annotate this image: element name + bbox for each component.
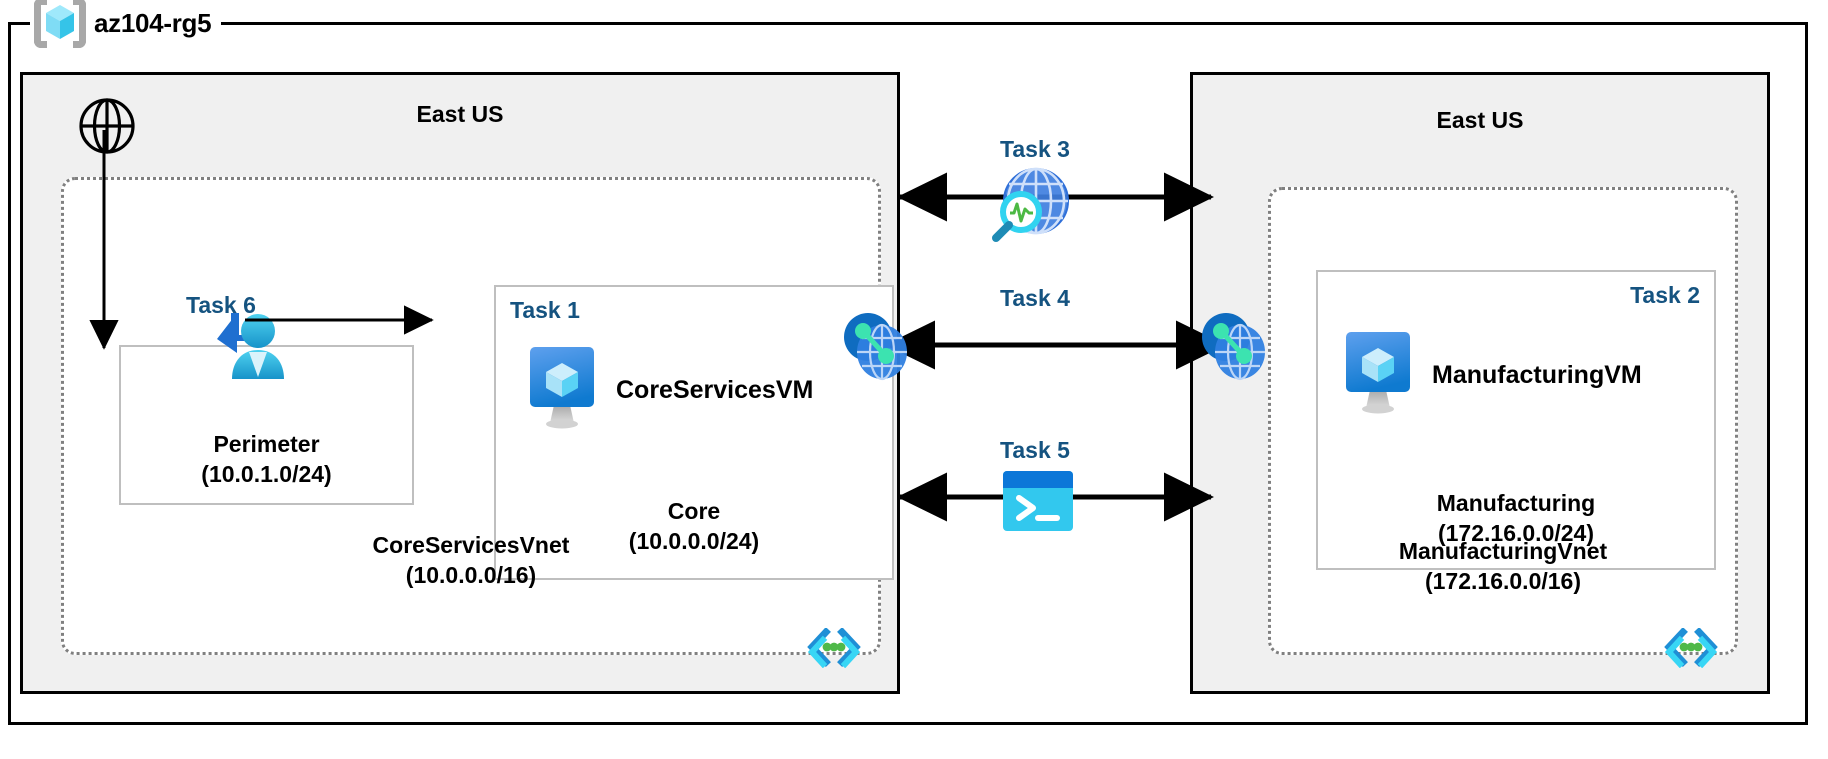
subnet-manufacturing: Task 2	[1316, 270, 1716, 570]
task-label-4: Task 4	[1000, 285, 1070, 311]
subnet-perimeter: Perimeter (10.0.1.0/24)	[119, 313, 414, 505]
vnet-manufacturing-label: ManufacturingVnet (172.16.0.0/16)	[1398, 538, 1608, 594]
cloud-shell-icon	[1002, 470, 1074, 537]
vnet-subnet-icon	[806, 627, 862, 669]
vnet-subnet-icon	[1663, 627, 1719, 669]
task-label-3: Task 3	[1000, 136, 1070, 162]
subnet-manufacturing-label: Manufacturing (172.16.0.0/24)	[1436, 490, 1596, 546]
globe-icon	[78, 97, 136, 160]
vnet-peering-icon	[838, 307, 914, 388]
region-title-right: East US	[1436, 107, 1524, 133]
vnet-manufacturing: Task 2	[1268, 187, 1738, 669]
vnet-coreservices: Perimeter (10.0.1.0/24) Task 6 Task 1	[61, 177, 894, 669]
subnet-core-label: Core (10.0.0.0/24)	[628, 498, 760, 554]
task-label-6: Task 6	[186, 292, 256, 318]
task-label-1: Task 1	[510, 297, 580, 323]
vm-manufacturing: ManufacturingVM	[1342, 330, 1642, 421]
resource-group-frame	[8, 22, 1808, 725]
vm-name-manufacturing: ManufacturingVM	[1432, 361, 1642, 389]
resource-group-cube-icon	[34, 0, 86, 48]
virtual-machine-icon	[1342, 330, 1414, 421]
user-inbound-icon	[201, 309, 293, 398]
resource-group-name: az104-rg5	[94, 7, 212, 38]
resource-group-header: az104-rg5	[30, 0, 222, 48]
vnet-peering-icon	[1196, 307, 1272, 388]
vm-coreservices: CoreServicesVM	[526, 345, 813, 436]
task-label-5: Task 5	[1000, 437, 1070, 463]
vm-name-coreservices: CoreServicesVM	[616, 376, 814, 404]
subnet-core: Task 1	[494, 285, 894, 580]
region-east-us-right: East US Task 2	[1190, 72, 1770, 694]
subnet-perimeter-label: Perimeter (10.0.1.0/24)	[201, 431, 332, 487]
region-east-us-left: East US	[20, 72, 900, 694]
task-label-2: Task 2	[1630, 282, 1700, 308]
region-title-left: East US	[416, 101, 504, 127]
vnet-coreservices-label: CoreServicesVnet (10.0.0.0/16)	[372, 532, 570, 588]
network-watcher-icon	[988, 165, 1078, 250]
virtual-machine-icon	[526, 345, 598, 436]
